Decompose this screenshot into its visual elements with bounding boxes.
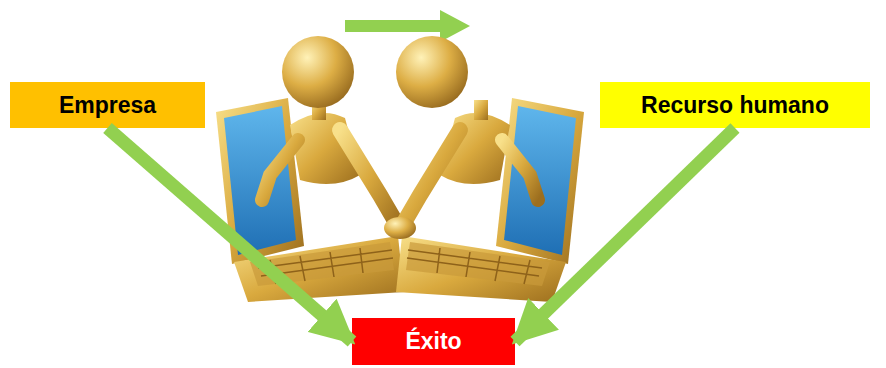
left-figure — [262, 36, 398, 226]
flow-arrow — [515, 128, 735, 342]
handshake — [384, 217, 416, 239]
flow-arrow — [345, 10, 470, 42]
process-box: Éxito — [352, 318, 515, 365]
edge-group — [515, 128, 735, 342]
edge-group — [108, 128, 353, 342]
box-label: Éxito — [405, 328, 461, 355]
right-laptop — [396, 98, 584, 302]
left-laptop — [216, 98, 404, 302]
box-label: Recurso humano — [641, 92, 829, 119]
process-box: Recurso humano — [600, 82, 870, 128]
right-figure — [396, 36, 538, 226]
process-box: Empresa — [10, 82, 205, 128]
flow-arrow — [108, 128, 353, 342]
box-label: Empresa — [59, 92, 156, 119]
